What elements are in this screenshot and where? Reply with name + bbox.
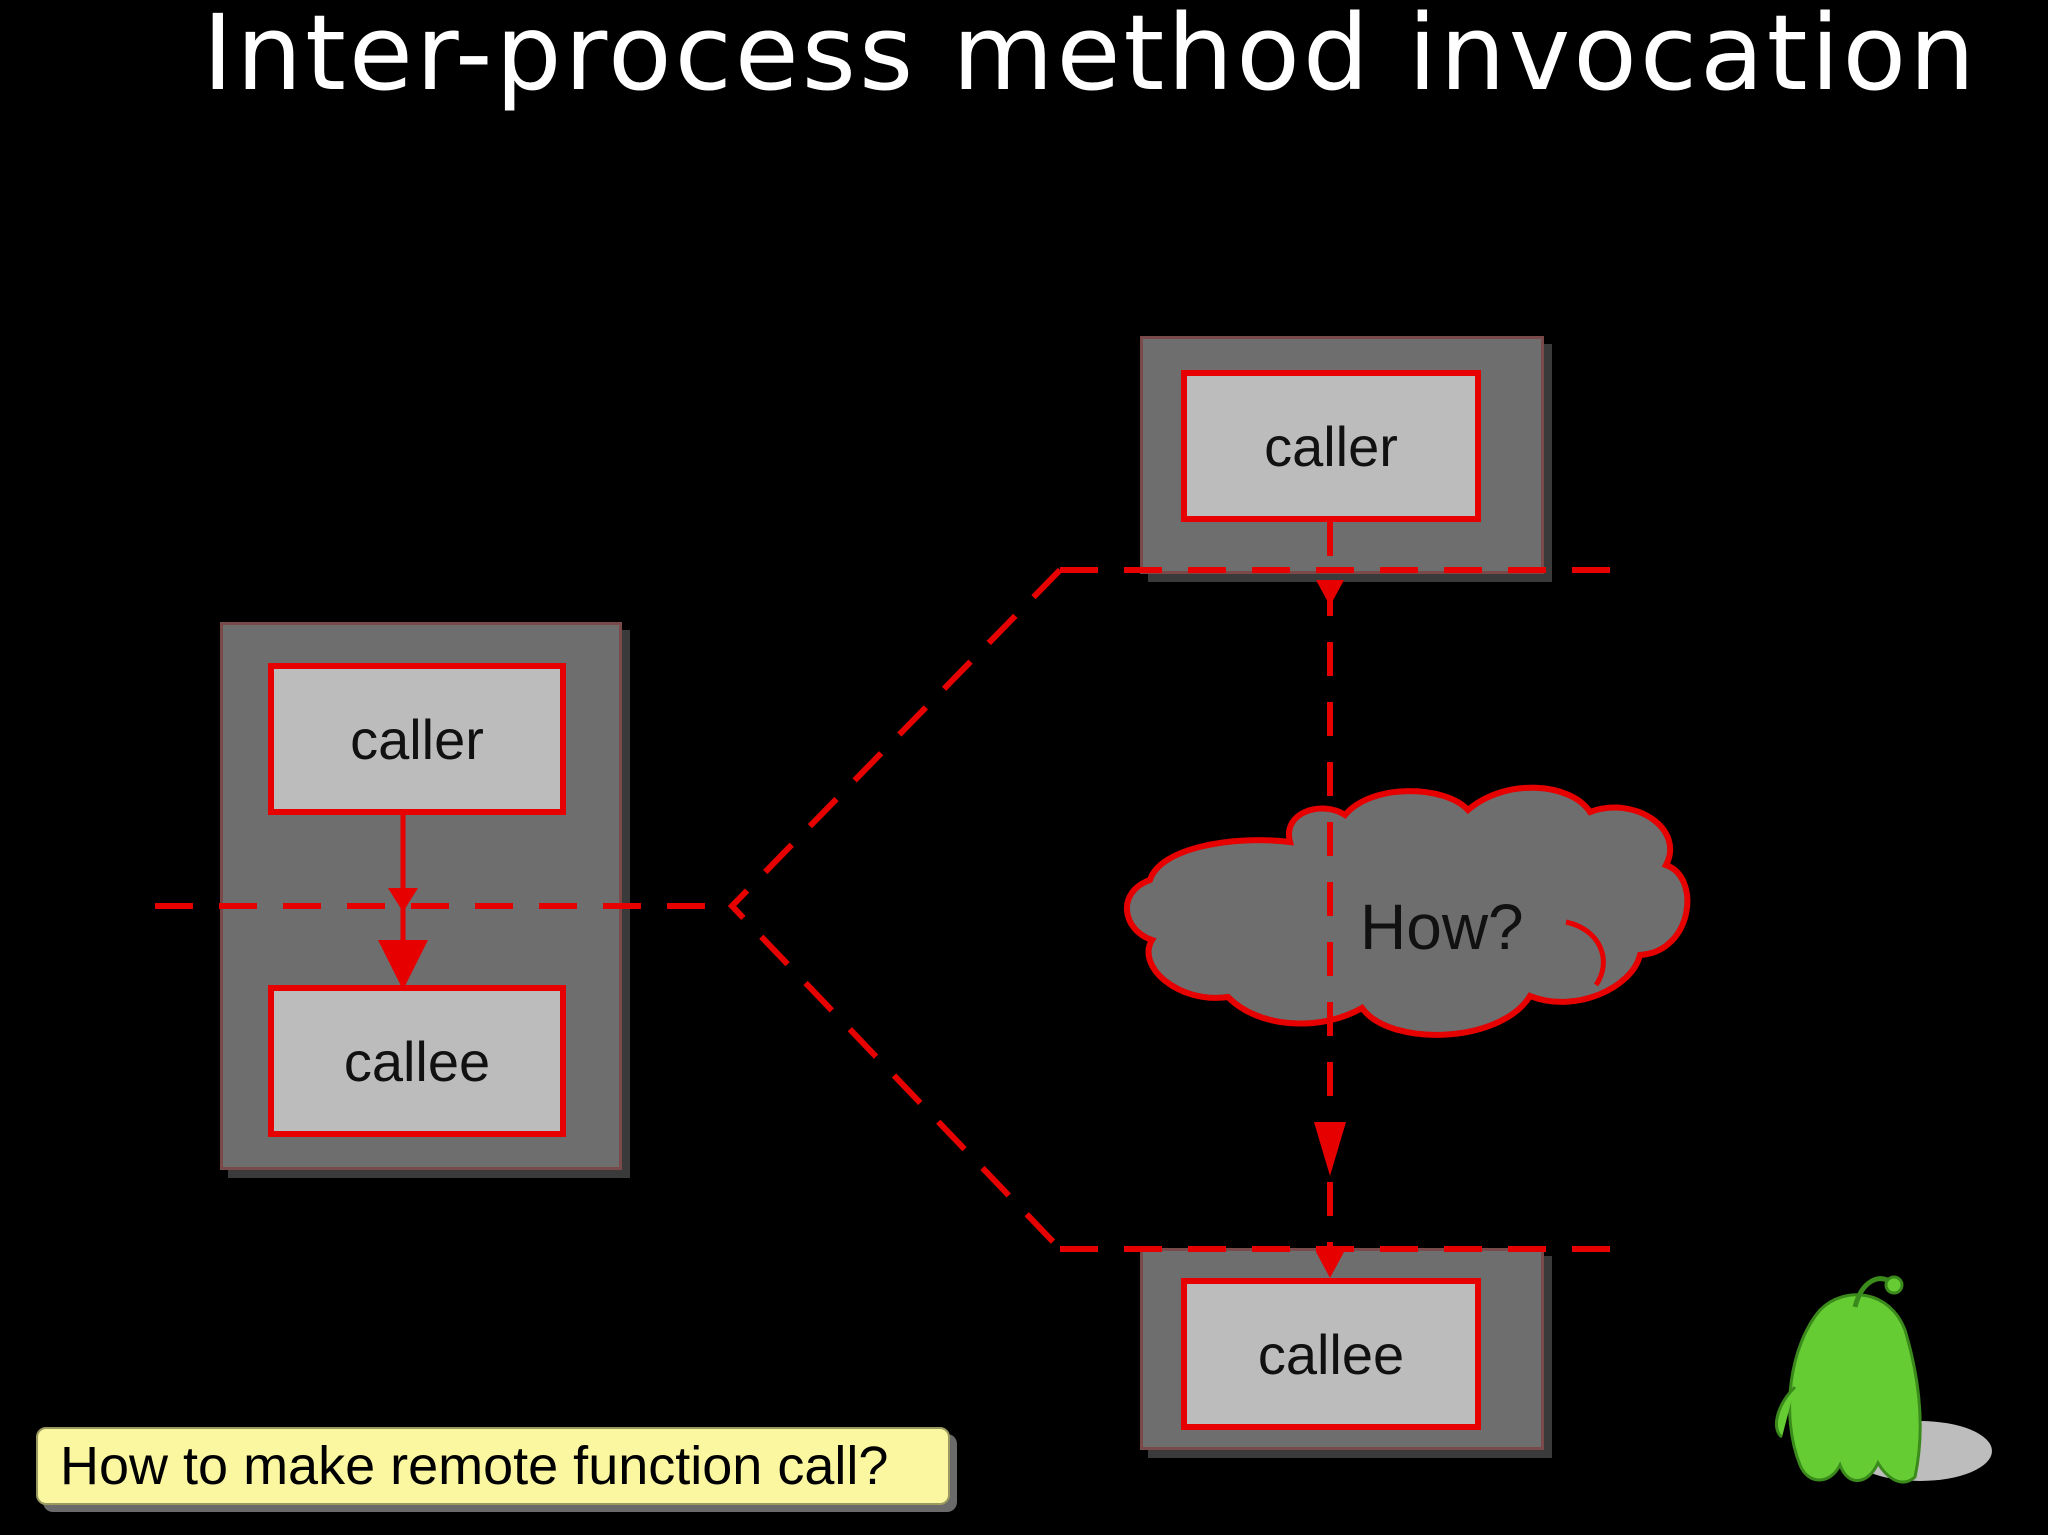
left-arrow-mid-head <box>388 888 418 912</box>
cloud-inner-curl <box>1565 919 1606 987</box>
right-caller-box: caller <box>1181 370 1481 522</box>
right-arrow-head-top <box>1316 580 1344 606</box>
right-arrow-head-middle <box>1314 1122 1346 1176</box>
left-caller-box: caller <box>268 663 566 815</box>
slide-title: Inter-process method invocation <box>202 0 1978 114</box>
cloud-label: How? <box>1360 891 1524 963</box>
left-callee-box: callee <box>268 985 566 1137</box>
green-ghost-mascot-icon <box>1774 1275 1992 1484</box>
cloud-shape <box>1123 784 1691 1038</box>
right-arrow-head-bottom <box>1316 1252 1344 1278</box>
callout-box: How to make remote function call? <box>36 1427 950 1505</box>
right-callee-box: callee <box>1181 1278 1481 1430</box>
zoom-expansion-lines <box>727 567 1063 1252</box>
